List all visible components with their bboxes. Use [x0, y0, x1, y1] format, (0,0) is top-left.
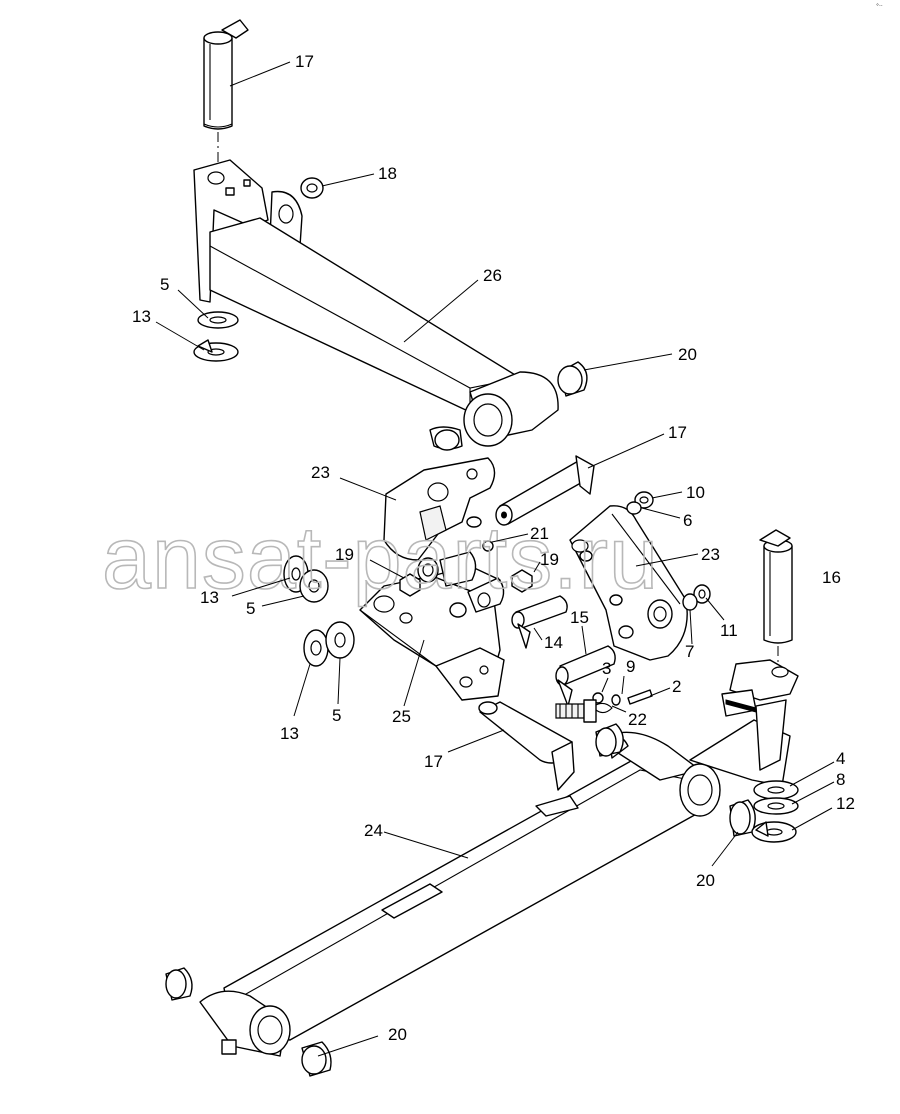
callout-22: 22: [628, 710, 647, 729]
callout-14: 14: [544, 633, 563, 652]
lower-arm-24: [199, 659, 799, 1057]
washers-upper-left: [193, 311, 239, 362]
callout-16: 16: [822, 568, 841, 587]
small-parts: [592, 689, 653, 714]
watermark-text: ansat-parts.ru: [102, 508, 659, 607]
callout-2: 2: [672, 677, 681, 696]
pin-17-top: [203, 19, 249, 170]
callout-5: 5: [332, 706, 341, 725]
callout-15: 15: [570, 608, 589, 627]
callout-5: 5: [246, 599, 255, 618]
bracket-23-right: [569, 505, 688, 661]
bolt-22: [555, 699, 597, 723]
callout-3: 3: [602, 659, 611, 678]
callout-8: 8: [836, 770, 845, 789]
callout-17: 17: [424, 752, 443, 771]
callout-labels: 17 18 26 5 13 20 17 23 10 6 21 23 19 19 …: [132, 52, 855, 1044]
callout-25: 25: [392, 707, 411, 726]
pin-14: [511, 595, 568, 649]
callout-17: 17: [295, 52, 314, 71]
callout-12: 12: [836, 794, 855, 813]
pin-16: [759, 529, 793, 670]
washers-left-middle: [283, 555, 355, 667]
leader-lines: [155, 61, 835, 1057]
bushing-18: [300, 177, 324, 199]
bracket-23-upper: [383, 457, 496, 561]
pin-15: [555, 645, 616, 707]
callout-10: 10: [686, 483, 705, 502]
callout-20: 20: [678, 345, 697, 364]
callout-20: 20: [696, 871, 715, 890]
upper-arm-26: [193, 159, 559, 451]
callout-21: 21: [530, 524, 549, 543]
bushings-20-lower: [165, 723, 756, 1077]
callout-4: 4: [836, 749, 845, 768]
callout-13: 13: [280, 724, 299, 743]
callout-24: 24: [364, 821, 383, 840]
callout-19: 19: [540, 550, 559, 569]
callout-11: 11: [720, 621, 738, 640]
callout-26: 26: [483, 266, 502, 285]
callout-7: 7: [685, 642, 694, 661]
callout-9: 9: [626, 657, 635, 676]
callout-17: 17: [668, 423, 687, 442]
small-bolt: [466, 516, 494, 552]
callout-19: 19: [335, 545, 354, 564]
callout-13: 13: [200, 588, 219, 607]
bushing-20-upper: [557, 361, 588, 397]
pin-17-middle: [495, 455, 595, 526]
callout-23: 23: [701, 545, 720, 564]
callout-23: 23: [311, 463, 330, 482]
washers-10-6: [626, 491, 654, 515]
pin-17-lower: [478, 701, 575, 791]
nuts-19: [399, 551, 533, 618]
washers-11-7: [682, 584, 711, 611]
corner-mark: °··: [876, 3, 883, 10]
callout-20: 20: [388, 1025, 407, 1044]
callout-13: 13: [132, 307, 151, 326]
washers-4-8-12: [751, 780, 799, 843]
callout-5: 5: [160, 275, 169, 294]
callout-6: 6: [683, 511, 692, 530]
callout-18: 18: [378, 164, 397, 183]
